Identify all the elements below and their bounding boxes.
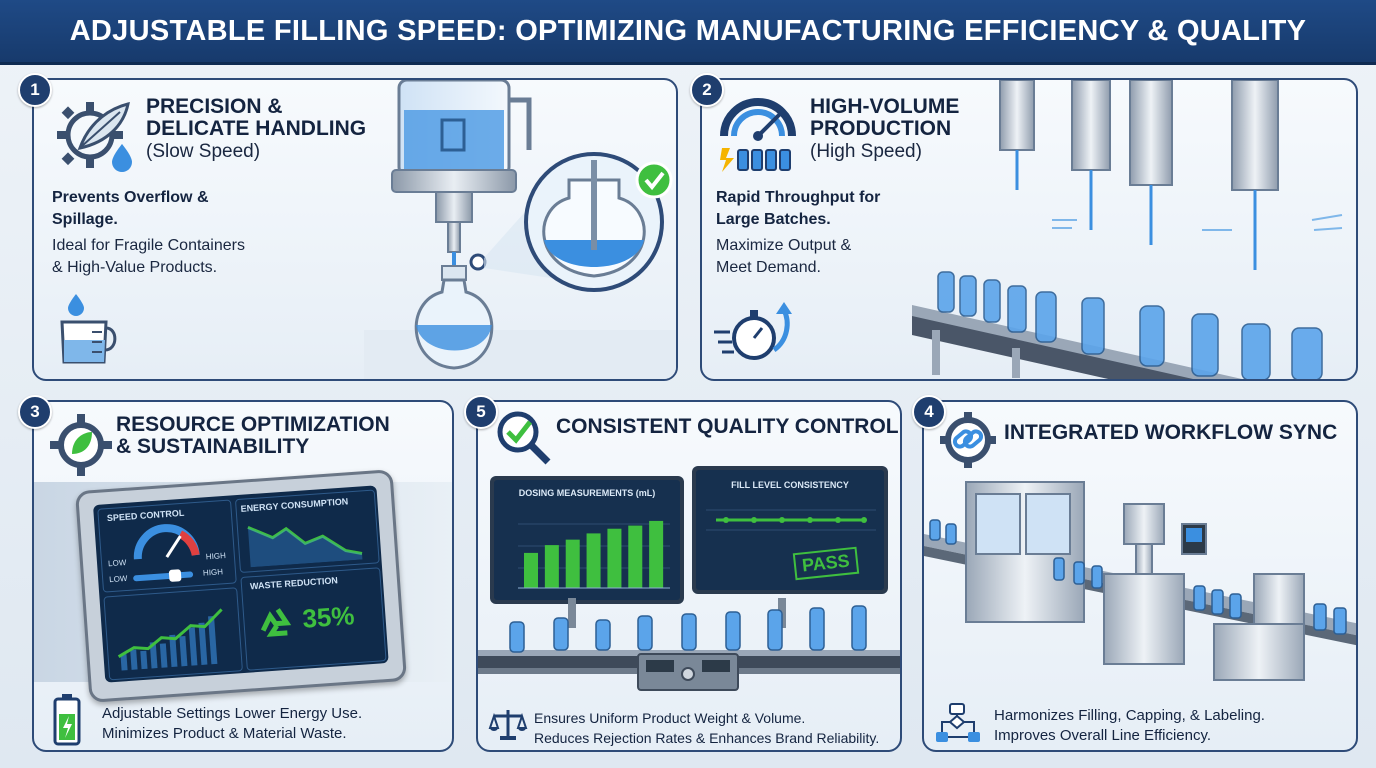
speed-slider[interactable] xyxy=(133,569,194,582)
dosing-monitor: DOSING MEASUREMENTS (mL) xyxy=(490,476,684,604)
panel-2-body-line1: Maximize Output & xyxy=(716,237,852,254)
slider-handle[interactable] xyxy=(168,569,182,582)
panel-1-bold-line1: Prevents Overflow & xyxy=(52,189,209,206)
speedometer-bottles-icon xyxy=(720,98,796,172)
panel-5-number: 5 xyxy=(464,395,498,429)
waste-widget: WASTE REDUCTION 35% xyxy=(240,567,387,671)
waste-reduction-value: 35% xyxy=(301,600,356,634)
panel-5-caption-line1: Ensures Uniform Product Weight & Volume. xyxy=(534,710,806,726)
panel-5-heading: CONSISTENT QUALITY CONTROL xyxy=(556,415,899,438)
slider-high-label: HIGH xyxy=(202,567,224,578)
panel-2-number: 2 xyxy=(690,73,724,107)
dosing-bar xyxy=(649,520,664,588)
panel-precision: PRECISION & DELICATE HANDLING (Slow Spee… xyxy=(32,78,678,381)
pass-stamp: PASS xyxy=(792,546,859,581)
panel-2-body-line2: Meet Demand. xyxy=(716,259,821,276)
dosing-screen: DOSING MEASUREMENTS (mL) xyxy=(494,480,680,600)
energy-trend-chart xyxy=(247,525,363,568)
waste-label: WASTE REDUCTION xyxy=(249,575,339,592)
dosing-label: DOSING MEASUREMENTS (mL) xyxy=(518,488,656,498)
panel-3-heading-line2: & SUSTAINABILITY xyxy=(116,435,310,458)
panel-1-body-line1: Ideal for Fragile Containers xyxy=(52,237,245,254)
high-speed-conveyor-illustration xyxy=(912,80,1343,379)
panel-2-subheading: (High Speed) xyxy=(810,141,922,162)
panel-4-number: 4 xyxy=(912,395,946,429)
panel-2-bold-line1: Rapid Throughput for xyxy=(716,189,881,206)
panel-1-body-line2: & High-Value Products. xyxy=(52,259,218,276)
energy-widget: ENERGY CONSUMPTION xyxy=(234,489,380,574)
output-trend-chart xyxy=(117,608,223,671)
battery-icon xyxy=(53,694,81,746)
scale-icon xyxy=(488,710,528,740)
panel-2-bold-line2: Large Batches. xyxy=(716,211,831,228)
speed-control-widget: SPEED CONTROL LOW HIGH LOW HIGH xyxy=(97,499,237,593)
panel-4-heading: INTEGRATED WORKFLOW SYNC xyxy=(1004,421,1338,444)
fill-level-line xyxy=(706,509,876,531)
checkmark-icon xyxy=(644,171,665,191)
panel-workflow: INTEGRATED WORKFLOW SYNC Harmonizes Fil xyxy=(922,400,1358,752)
page-title: ADJUSTABLE FILLING SPEED: OPTIMIZING MAN… xyxy=(69,14,1307,47)
panel-quality: CONSISTENT QUALITY CONTROL DOSING MEASUR… xyxy=(476,400,902,752)
production-line-illustration xyxy=(924,481,1356,681)
panel-4-caption-line1: Harmonizes Filling, Capping, & Labeling. xyxy=(994,707,1265,724)
fill-level-screen: FILL LEVEL CONSISTENCY PASS xyxy=(696,470,884,590)
measuring-cup-icon xyxy=(60,294,117,364)
recycle-icon xyxy=(260,608,292,637)
fill-level-label: FILL LEVEL CONSISTENCY xyxy=(731,480,849,490)
output-trend-widget xyxy=(103,587,243,681)
gear-leaf-icon xyxy=(50,414,112,476)
speed-gauge xyxy=(133,524,200,560)
panel-1-subheading: (Slow Speed) xyxy=(146,141,261,162)
dosing-bar xyxy=(544,545,559,588)
magnifier-check-icon xyxy=(497,411,551,465)
panel-1-heading-line1: PRECISION & xyxy=(146,95,283,118)
tablet-screen: SPEED CONTROL LOW HIGH LOW HIGH ENERGY C… xyxy=(92,485,389,683)
panel-resource: RESOURCE OPTIMIZATION & SUSTAINABILITY S… xyxy=(32,400,454,752)
panel-1-heading-line2: DELICATE HANDLING xyxy=(146,117,367,140)
fill-level-monitor: FILL LEVEL CONSISTENCY PASS xyxy=(692,466,888,594)
stopwatch-icon xyxy=(714,302,792,360)
dosing-bar xyxy=(565,539,580,588)
title-bar: ADJUSTABLE FILLING SPEED: OPTIMIZING MAN… xyxy=(0,0,1376,65)
gauge-low-label: LOW xyxy=(107,557,127,569)
panel-4-caption-line2: Improves Overall Line Efficiency. xyxy=(994,727,1212,744)
slider-low-label: LOW xyxy=(108,573,128,585)
gauge-high-label: HIGH xyxy=(205,550,227,562)
gear-leaf-drop-icon xyxy=(57,101,132,172)
dosing-bar xyxy=(524,552,538,588)
panel-1-bold-line2: Spillage. xyxy=(52,211,118,228)
panel-3-caption-line2: Minimizes Product & Material Waste. xyxy=(102,725,347,742)
conveyor-bottles-illustration xyxy=(478,598,900,691)
dosing-bar xyxy=(628,525,643,588)
panel-2-heading-line1: HIGH-VOLUME xyxy=(810,95,960,118)
panel-high-volume: HIGH-VOLUME PRODUCTION (High Speed) Rapi… xyxy=(700,78,1358,381)
dosing-bar-chart xyxy=(518,520,670,589)
workflow-icon xyxy=(936,703,980,742)
panel-3-number: 3 xyxy=(18,395,52,429)
panel-5-caption-line2: Reduces Rejection Rates & Enhances Brand… xyxy=(534,730,880,746)
gear-link-icon xyxy=(940,412,996,468)
dosing-bar xyxy=(607,528,622,588)
slow-fill-dispenser-illustration xyxy=(364,80,676,379)
panel-1-number: 1 xyxy=(18,73,52,107)
dosing-bar xyxy=(586,533,601,588)
tablet-frame: SPEED CONTROL LOW HIGH LOW HIGH ENERGY C… xyxy=(74,469,408,703)
panel-2-heading-line2: PRODUCTION xyxy=(810,117,952,140)
panel-3-heading-line1: RESOURCE OPTIMIZATION xyxy=(116,413,390,436)
panel-3-caption-line1: Adjustable Settings Lower Energy Use. xyxy=(102,705,363,722)
